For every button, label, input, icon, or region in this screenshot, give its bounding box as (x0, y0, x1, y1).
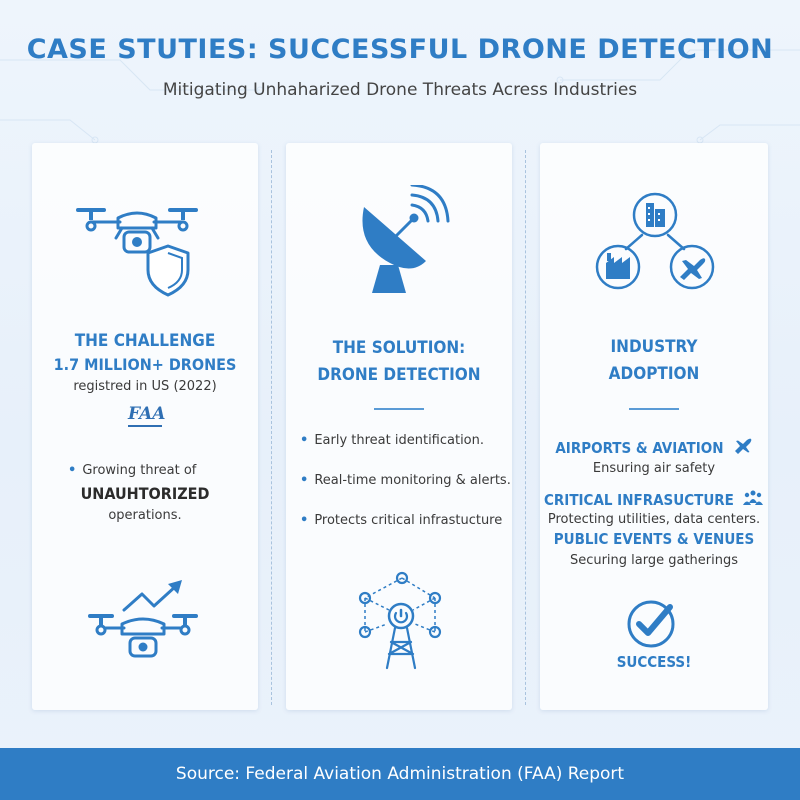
challenge-heading: THE CHALLENGE (74, 331, 216, 351)
industry-heading-line1: INDUSTRY (610, 337, 698, 357)
challenge-bullet-emph: UNAUHTORIZED (80, 484, 210, 503)
solution-heading-line2: DRONE DETECTION (317, 365, 481, 385)
section-rule (629, 408, 679, 410)
crowd-icon (743, 490, 763, 505)
column-divider (525, 150, 526, 705)
industry-item-title: CRITICAL INFRASUCTURE (544, 491, 734, 509)
industry-item-desc: Protecting utilities, data centers. (547, 512, 761, 527)
industry-item-infrastructure: CRITICAL INFRASUCTURE (540, 489, 768, 509)
solution-bullet-text: Real-time monitoring & alerts. (314, 473, 511, 488)
solution-bullet-text: Early threat identification. (314, 433, 485, 448)
industry-heading-line2: ADOPTION (608, 364, 700, 384)
industry-item-airports: AIRPORTS & AVIATION (540, 437, 768, 457)
challenge-bullet: •Growing threat of (68, 463, 197, 478)
solution-bullet: •Real-time monitoring & alerts. (300, 473, 511, 488)
industry-item-title: AIRPORTS & AVIATION (555, 439, 724, 457)
page-title: CASE STUTIES: SUCCESSFUL DRONE DETECTION (26, 34, 774, 65)
section-rule (374, 408, 424, 410)
drone-shield-icon (76, 208, 198, 297)
footer-source: Source: Federal Aviation Administration … (0, 748, 800, 800)
challenge-stat: 1.7 MILLION+ DRONES (53, 355, 237, 374)
challenge-bullet-lead: Growing threat of (82, 463, 197, 478)
challenge-bullet-tail: operations. (108, 508, 182, 523)
industry-item-desc: Securing large gatherings (569, 553, 739, 568)
faa-logo: FAA (128, 405, 165, 431)
solution-bullet: •Protects critical infrastucture (300, 513, 503, 528)
industry-card (540, 143, 768, 710)
column-divider (271, 150, 272, 705)
industry-item-title: PUBLIC EVENTS & VENUES (553, 530, 755, 548)
challenge-stat-note: registred in US (2022) (73, 379, 217, 394)
industry-item-desc: Ensuring air safety (592, 461, 716, 476)
network-tower-icon (358, 571, 442, 670)
satellite-dish-icon (362, 185, 450, 293)
solution-bullet: •Early threat identification. (300, 433, 485, 448)
solution-bullet-text: Protects critical infrastucture (314, 513, 503, 528)
checkmark-icon (627, 600, 675, 648)
drone-trend-icon (88, 580, 198, 658)
industry-network-icon (595, 192, 715, 290)
page-subtitle: Mitigating Unhaharized Drone Threats Acr… (162, 80, 638, 100)
airplane-icon (734, 438, 751, 454)
solution-heading-line1: THE SOLUTION: (332, 338, 466, 358)
success-label: SUCCESS! (616, 653, 692, 671)
